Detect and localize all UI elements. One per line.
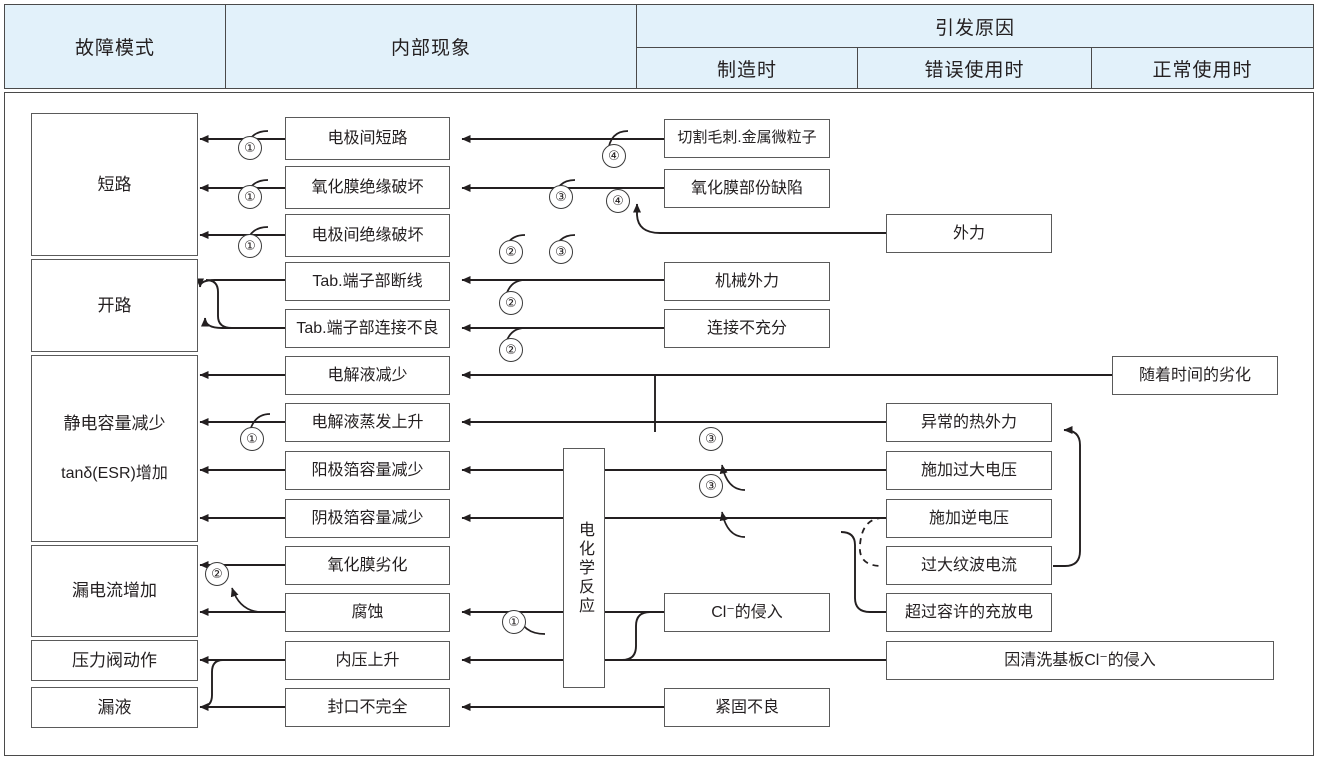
internal-cathode-foil-capacity-drop-label: 阴极箔容量减少 <box>311 509 424 527</box>
cause-insufficient-connection-label: 连接不充分 <box>706 319 787 337</box>
cause-time-degradation-label: 随着时间的劣化 <box>1138 366 1251 384</box>
cause-reverse-voltage-applied-label: 施加逆电压 <box>928 509 1009 527</box>
cause-cutting-burr-metal-particles[interactable]: 切割毛刺.金属微粒子 <box>664 119 830 158</box>
internal-tab-wire-break[interactable]: Tab.端子部断线 <box>285 262 450 301</box>
sequence-marker: ② <box>499 291 523 315</box>
internal-electrolyte-evaporation-label: 电解液蒸发上升 <box>311 413 424 431</box>
sequence-marker: ① <box>238 136 262 160</box>
electrochemical-reaction-box[interactable]: 电化学反应 <box>563 448 605 688</box>
failure-mode-short-label: 短路 <box>97 174 132 194</box>
internal-corrosion[interactable]: 腐蚀 <box>285 593 450 632</box>
cause-external-force-label: 外力 <box>952 224 985 242</box>
failure-mode-capacitance-drop-label-2: tanδ(ESR)增加 <box>61 465 168 483</box>
cause-chloride-from-pcb-cleaning-label: 因清洗基板Cl⁻的侵入 <box>1004 651 1156 669</box>
cause-chloride-from-pcb-cleaning[interactable]: 因清洗基板Cl⁻的侵入 <box>886 641 1274 680</box>
header-cause-group-label: 引发原因 <box>934 17 1015 39</box>
cause-chloride-ingress-label: Cl⁻的侵入 <box>711 603 783 621</box>
cause-oxide-partial-defect[interactable]: 氧化膜部份缺陷 <box>664 169 830 208</box>
failure-mode-pressure-valve-label: 压力阀动作 <box>72 650 157 670</box>
sequence-marker: ③ <box>699 474 723 498</box>
cause-excessive-ripple-current[interactable]: 过大纹波电流 <box>886 546 1052 585</box>
failure-mode-open-label: 开路 <box>97 295 132 315</box>
cause-mechanical-force[interactable]: 机械外力 <box>664 262 830 301</box>
cause-poor-fastening-label: 紧固不良 <box>714 698 779 716</box>
cause-overvoltage-applied-label: 施加过大电压 <box>920 461 1017 479</box>
internal-anode-foil-capacity-drop[interactable]: 阳极箔容量减少 <box>285 451 450 490</box>
internal-tab-poor-connection[interactable]: Tab.端子部连接不良 <box>285 309 450 348</box>
cause-mechanical-force-label: 机械外力 <box>714 272 779 290</box>
cause-time-degradation[interactable]: 随着时间的劣化 <box>1112 356 1278 395</box>
header-cause-misuse: 错误使用时 <box>857 47 1092 89</box>
electrochemical-reaction-label: 电化学反应 <box>576 520 593 616</box>
internal-oxide-insulation-breakdown[interactable]: 氧化膜绝缘破坏 <box>285 166 450 209</box>
sequence-marker: ③ <box>549 240 573 264</box>
cause-poor-fastening[interactable]: 紧固不良 <box>664 688 830 727</box>
cause-external-force[interactable]: 外力 <box>886 214 1052 253</box>
failure-mode-capacitance-drop[interactable]: 静电容量减少 tanδ(ESR)增加 <box>31 355 198 542</box>
internal-internal-pressure-rise-label: 内压上升 <box>335 651 400 669</box>
sequence-marker: ② <box>499 240 523 264</box>
sequence-marker: ④ <box>606 189 630 213</box>
cause-cutting-burr-metal-particles-label: 切割毛刺.金属微粒子 <box>677 129 817 147</box>
internal-corrosion-label: 腐蚀 <box>351 603 384 621</box>
cause-excessive-charge-discharge[interactable]: 超过容许的充放电 <box>886 593 1052 632</box>
cause-reverse-voltage-applied[interactable]: 施加逆电压 <box>886 499 1052 538</box>
internal-cathode-foil-capacity-drop[interactable]: 阴极箔容量减少 <box>285 499 450 538</box>
header-failure-mode: 故障模式 <box>4 4 226 89</box>
internal-electrode-short[interactable]: 电极间短路 <box>285 117 450 160</box>
failure-mode-liquid-leak-label: 漏液 <box>97 697 132 717</box>
sequence-marker: ③ <box>699 427 723 451</box>
failure-mode-short[interactable]: 短路 <box>31 113 198 256</box>
failure-mode-pressure-valve[interactable]: 压力阀动作 <box>31 640 198 681</box>
internal-incomplete-sealing[interactable]: 封口不完全 <box>285 688 450 727</box>
internal-electrolyte-decrease[interactable]: 电解液减少 <box>285 356 450 395</box>
header-cause-manufacturing-label: 制造时 <box>716 59 777 81</box>
header-internal-phenomena-label: 内部现象 <box>390 38 471 59</box>
cause-overvoltage-applied[interactable]: 施加过大电压 <box>886 451 1052 490</box>
internal-anode-foil-capacity-drop-label: 阳极箔容量减少 <box>311 461 424 479</box>
failure-mode-liquid-leak[interactable]: 漏液 <box>31 687 198 728</box>
internal-electrolyte-evaporation[interactable]: 电解液蒸发上升 <box>285 403 450 442</box>
internal-incomplete-sealing-label: 封口不完全 <box>327 698 408 716</box>
failure-mode-capacitance-drop-label-1: 静电容量减少 <box>63 413 166 433</box>
internal-tab-poor-connection-label: Tab.端子部连接不良 <box>296 319 439 337</box>
internal-oxide-insulation-breakdown-label: 氧化膜绝缘破坏 <box>311 178 424 196</box>
sequence-marker: ① <box>238 185 262 209</box>
header-cause-normal: 正常使用时 <box>1091 47 1314 89</box>
sequence-marker: ① <box>502 610 526 634</box>
internal-oxide-degradation[interactable]: 氧化膜劣化 <box>285 546 450 585</box>
internal-oxide-degradation-label: 氧化膜劣化 <box>327 556 408 574</box>
sequence-marker: ② <box>205 562 229 586</box>
header-cause-manufacturing: 制造时 <box>636 47 858 89</box>
internal-interelectrode-insulation-breakdown[interactable]: 电极间绝缘破坏 <box>285 214 450 257</box>
failure-mode-leakage-current[interactable]: 漏电流增加 <box>31 545 198 637</box>
cause-abnormal-thermal-force-label: 异常的热外力 <box>920 413 1017 431</box>
internal-electrode-short-label: 电极间短路 <box>327 129 408 147</box>
header-internal-phenomena: 内部现象 <box>225 4 637 89</box>
header-cause-normal-label: 正常使用时 <box>1152 59 1253 81</box>
cause-excessive-charge-discharge-label: 超过容许的充放电 <box>904 603 1033 621</box>
cause-insufficient-connection[interactable]: 连接不充分 <box>664 309 830 348</box>
header-failure-mode-label: 故障模式 <box>74 38 155 59</box>
cause-chloride-ingress[interactable]: Cl⁻的侵入 <box>664 593 830 632</box>
sequence-marker: ④ <box>602 144 626 168</box>
internal-electrolyte-decrease-label: 电解液减少 <box>327 366 408 384</box>
header-cause-group: 引发原因 <box>636 4 1314 48</box>
failure-mode-leakage-current-label: 漏电流增加 <box>72 581 157 601</box>
internal-tab-wire-break-label: Tab.端子部断线 <box>312 272 423 290</box>
cause-oxide-partial-defect-label: 氧化膜部份缺陷 <box>690 179 803 197</box>
sequence-marker: ① <box>240 427 264 451</box>
cause-abnormal-thermal-force[interactable]: 异常的热外力 <box>886 403 1052 442</box>
header-cause-misuse-label: 错误使用时 <box>924 59 1025 81</box>
sequence-marker: ① <box>238 234 262 258</box>
failure-mode-open[interactable]: 开路 <box>31 259 198 352</box>
sequence-marker: ③ <box>549 185 573 209</box>
sequence-marker: ② <box>499 338 523 362</box>
cause-excessive-ripple-current-label: 过大纹波电流 <box>920 556 1017 574</box>
internal-internal-pressure-rise[interactable]: 内压上升 <box>285 641 450 680</box>
internal-interelectrode-insulation-breakdown-label: 电极间绝缘破坏 <box>311 226 424 244</box>
